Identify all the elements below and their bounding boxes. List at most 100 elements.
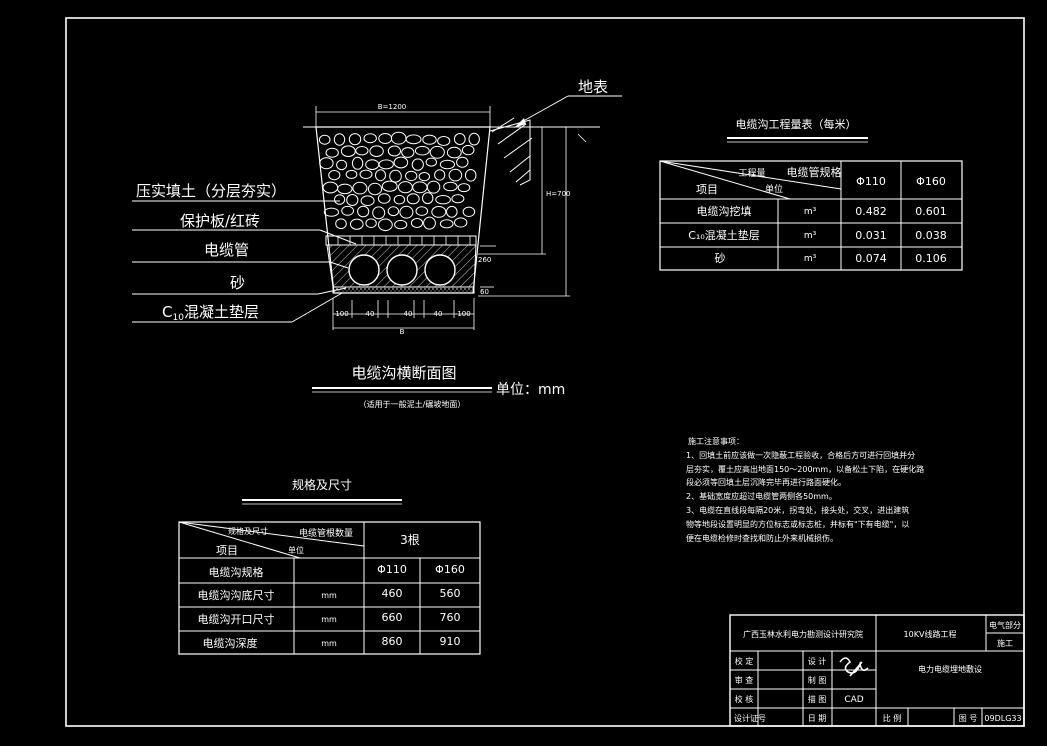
rubble-stone — [410, 218, 424, 228]
qty-col-phi160: Φ160 — [916, 175, 946, 188]
rubble-stone — [443, 181, 458, 192]
cable-pipe-1 — [348, 254, 380, 286]
qty-hdr-qty: 工程量 — [738, 168, 765, 179]
rubble-stone — [328, 170, 341, 181]
rubble-stone — [423, 216, 436, 230]
rubble-stone — [451, 194, 465, 204]
rubble-stone — [387, 145, 401, 157]
notes-line: 层夯实，覆土应高出地面150～200mm，以备松土下陷，在硬化路 — [686, 464, 924, 474]
qty-row: C₁₀混凝土垫层 m³ 0.031 0.038 — [688, 228, 947, 242]
rubble-stone — [337, 183, 353, 195]
rubble-stone — [378, 133, 393, 144]
rubble-stone — [372, 206, 386, 220]
qty-row-v2: 0.106 — [915, 252, 947, 265]
rubble-stone — [464, 169, 477, 182]
rubble-stone — [456, 156, 469, 168]
rubble-stone — [381, 180, 398, 192]
rubble-stone — [323, 207, 339, 217]
rubble-stone — [468, 132, 480, 146]
rubble-stone — [429, 145, 445, 159]
backfill-rubble — [318, 131, 480, 232]
unit-label: 单位：mm — [496, 382, 565, 398]
title-block: 广西玉林水利电力勘测设计研究院 10KV线路工程 电气部分 施工 电力电缆埋地敷… — [729, 614, 1025, 727]
rubble-stone — [363, 133, 377, 144]
signature-mark — [839, 657, 869, 677]
tb-review: 审 查 — [735, 675, 754, 685]
rubble-stone — [406, 193, 420, 205]
rubble-stone — [378, 218, 393, 232]
qty-row-item: 砂 — [715, 252, 726, 265]
spec-row-v1: Φ110 — [377, 563, 407, 576]
rubble-stone — [351, 156, 364, 170]
tb-draw: 制 图 — [808, 675, 827, 685]
spec-row-v2: Φ160 — [435, 563, 465, 576]
rubble-stone — [453, 133, 466, 145]
spec-row-item: 电缆沟开口尺寸 — [198, 612, 275, 626]
spec-row-v1: 860 — [382, 635, 403, 648]
rubble-stone — [325, 147, 339, 158]
rubble-stone — [352, 181, 368, 195]
quantity-table: 电缆沟工程量表（每米） 电缆管规格 工程量 项目 单位 Φ110 Φ160 电缆… — [659, 117, 963, 271]
dim-text-100a: 100 — [335, 310, 348, 318]
rubble-stone — [389, 169, 402, 183]
sand-cushion — [332, 286, 475, 294]
rubble-stone — [412, 181, 428, 194]
spec-row: 电缆沟深度 mm 860 910 — [203, 635, 461, 650]
qty-row-item: 电缆沟挖填 — [697, 204, 752, 218]
rubble-stone — [422, 192, 434, 205]
rubble-stone — [390, 131, 407, 145]
rubble-stone — [439, 159, 455, 170]
notes-line: 段必须等回填土层沉降完毕再进行路面硬化。 — [686, 477, 846, 487]
tb-cert: 设计证号 — [734, 713, 766, 723]
rubble-stone — [333, 133, 346, 146]
rubble-stone — [348, 133, 362, 146]
dim-text-40c: 40 — [434, 310, 443, 318]
rubble-stone — [346, 194, 359, 206]
construction-notes: 施工注意事项： 1、回填土前应该做一次隐蔽工程验收，合格后方可进行回填并分 层夯… — [686, 436, 924, 543]
rubble-stone — [411, 158, 424, 171]
spec-row-v2: 910 — [440, 635, 461, 648]
rubble-stone — [387, 206, 400, 217]
tb-date: 日 期 — [808, 714, 827, 723]
spec-row-unit: mm — [321, 639, 337, 648]
qty-row-item: C₁₀混凝土垫层 — [688, 228, 760, 242]
spec-row: 电缆沟开口尺寸 mm 660 760 — [198, 611, 461, 626]
cable-pipe-2 — [386, 254, 418, 286]
tb-project: 10KV线路工程 — [904, 629, 957, 639]
ground-surface-hatch — [489, 117, 533, 186]
rubble-stone — [431, 206, 447, 218]
tb-drawing-no: 09DLG33 — [984, 714, 1021, 723]
qty-row-unit: m³ — [804, 254, 817, 264]
qty-hdr-spec: 电缆管规格 — [787, 165, 842, 179]
rubble-stone — [393, 156, 409, 169]
rubble-stone — [359, 169, 373, 180]
qty-row-v1: 0.482 — [855, 205, 887, 218]
rubble-stone — [426, 180, 441, 194]
tb-trace: 描 图 — [808, 694, 827, 704]
rubble-stone — [334, 194, 346, 205]
cable-pipe-3 — [424, 254, 456, 286]
rubble-stone — [336, 159, 348, 171]
rubble-stone — [360, 195, 375, 206]
rubble-stone — [439, 219, 454, 229]
rubble-stone — [378, 159, 394, 170]
rubble-stone — [377, 193, 391, 204]
rubble-stone — [446, 205, 458, 218]
notes-line: 1、回填土前应该做一次隐蔽工程验收，合格后方可进行回填并分 — [686, 450, 915, 460]
rubble-stone — [448, 168, 463, 182]
rubble-stone — [401, 147, 415, 158]
tb-dept: 电气部分 — [989, 620, 1021, 630]
notes-title: 施工注意事项： — [688, 436, 744, 446]
section-subtitle: （适用于一般泥土/碾坡地面） — [359, 399, 466, 409]
qty-row-v2: 0.038 — [915, 229, 947, 242]
qty-row: 砂 m³ 0.074 0.106 — [715, 252, 947, 265]
spec-row-item: 电缆沟深度 — [203, 636, 258, 650]
notes-line: 3、电缆在直线段每隔20米，拐弯处，接头处，交叉，进出建筑 — [686, 505, 909, 515]
protection-brick-layer — [325, 235, 477, 246]
section-title: 电缆沟横断面图 — [351, 364, 456, 382]
rubble-stone — [425, 157, 437, 167]
label-c10-rest: 混凝土垫层 — [184, 303, 259, 321]
qty-row-v1: 0.031 — [855, 229, 887, 242]
tb-check: 校 定 — [735, 656, 754, 666]
rubble-stone — [457, 183, 471, 193]
